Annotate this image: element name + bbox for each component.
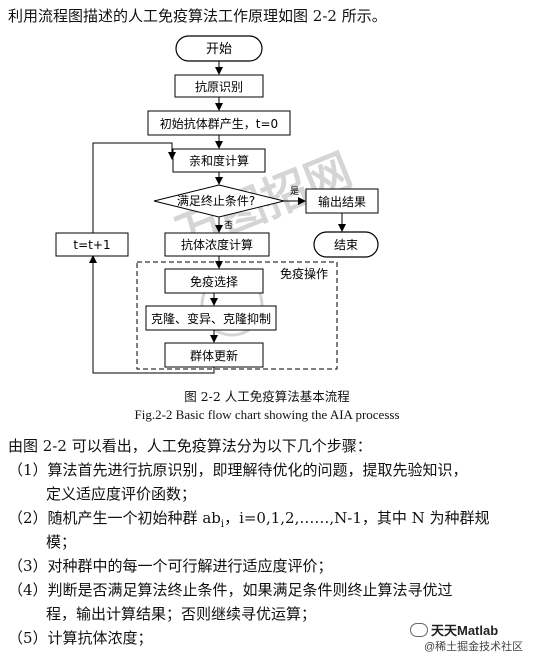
node-affinity-label: 亲和度计算 — [189, 153, 249, 168]
node-end-label: 结束 — [334, 238, 358, 252]
node-antigen-label: 抗原识别 — [195, 79, 243, 94]
intro-text: 利用流程图描述的人工免疫算法工作原理如图 2-2 所示。 — [8, 7, 387, 25]
flowchart: 万图招网 开始 抗原识别 初始抗体群产生，t=0 亲和度计算 满足终止条件? 是… — [55, 35, 379, 374]
step-2-subscript: i — [220, 519, 225, 530]
step-5: （5）计算抗体浓度； — [8, 629, 153, 647]
node-start-label: 开始 — [206, 42, 232, 57]
immune-op-label: 免疫操作 — [280, 266, 328, 281]
node-selection-label: 免疫选择 — [190, 274, 238, 289]
node-counter — [55, 232, 129, 257]
node-end — [313, 231, 379, 258]
node-output-label: 输出结果 — [318, 194, 366, 209]
label-yes: 是 — [290, 186, 299, 197]
figure-caption-cn: 图 2-2 人工免疫算法基本流程 — [184, 389, 350, 404]
step-1-line-2: 定义适应度评价函数； — [46, 485, 197, 503]
figure-caption-en: Fig.2-2 Basic flow chart showing the AIA… — [134, 407, 400, 422]
node-concentration — [164, 232, 270, 257]
node-output — [305, 188, 379, 214]
node-clone-label: 克隆、变异、克隆抑制 — [151, 311, 271, 326]
node-update — [164, 342, 264, 368]
footer-brand: 天天Matlab — [410, 620, 498, 639]
immune-op-group — [136, 261, 338, 370]
label-no: 否 — [224, 220, 233, 231]
step-1-line-1: （1）算法首先进行抗原识别，即理解待优化的问题，提取先验知识， — [8, 461, 468, 479]
node-decision-label: 满足终止条件? — [177, 193, 255, 208]
wechat-icon — [410, 622, 428, 637]
step-2-text-b: ，i=0,1,2,……,N-1，其中 N 为种群规 — [224, 509, 490, 527]
step-3: （3）对种群中的每一个可行解进行适应度评价； — [8, 557, 333, 575]
steps-intro: 由图 2-2 可以看出，人工免疫算法分为以下几个步骤： — [8, 437, 372, 455]
step-2-line-2: 模； — [46, 533, 77, 551]
step-4-line-2: 程，输出计算结果；否则继续寻优运算； — [46, 605, 317, 623]
footer-sub: @稀土掘金技术社区 — [424, 641, 524, 653]
footer-brand-label: 天天Matlab — [431, 623, 499, 638]
node-update-label: 群体更新 — [190, 348, 238, 363]
step-4-line-1: （4）判断是否满足算法终止条件，如果满足条件则终止算法寻优过 — [8, 581, 453, 599]
node-concentration-label: 抗体浓度计算 — [181, 237, 253, 252]
node-counter-label: t=t+1 — [73, 238, 110, 252]
step-2-line-1: （2）随机产生一个初始种群 abi，i=0,1,2,……,N-1，其中 N 为种… — [8, 508, 490, 535]
step-2-text-a: （2）随机产生一个初始种群 ab — [8, 509, 221, 527]
node-clone — [145, 305, 277, 331]
node-init-label: 初始抗体群产生，t=0 — [160, 116, 278, 131]
